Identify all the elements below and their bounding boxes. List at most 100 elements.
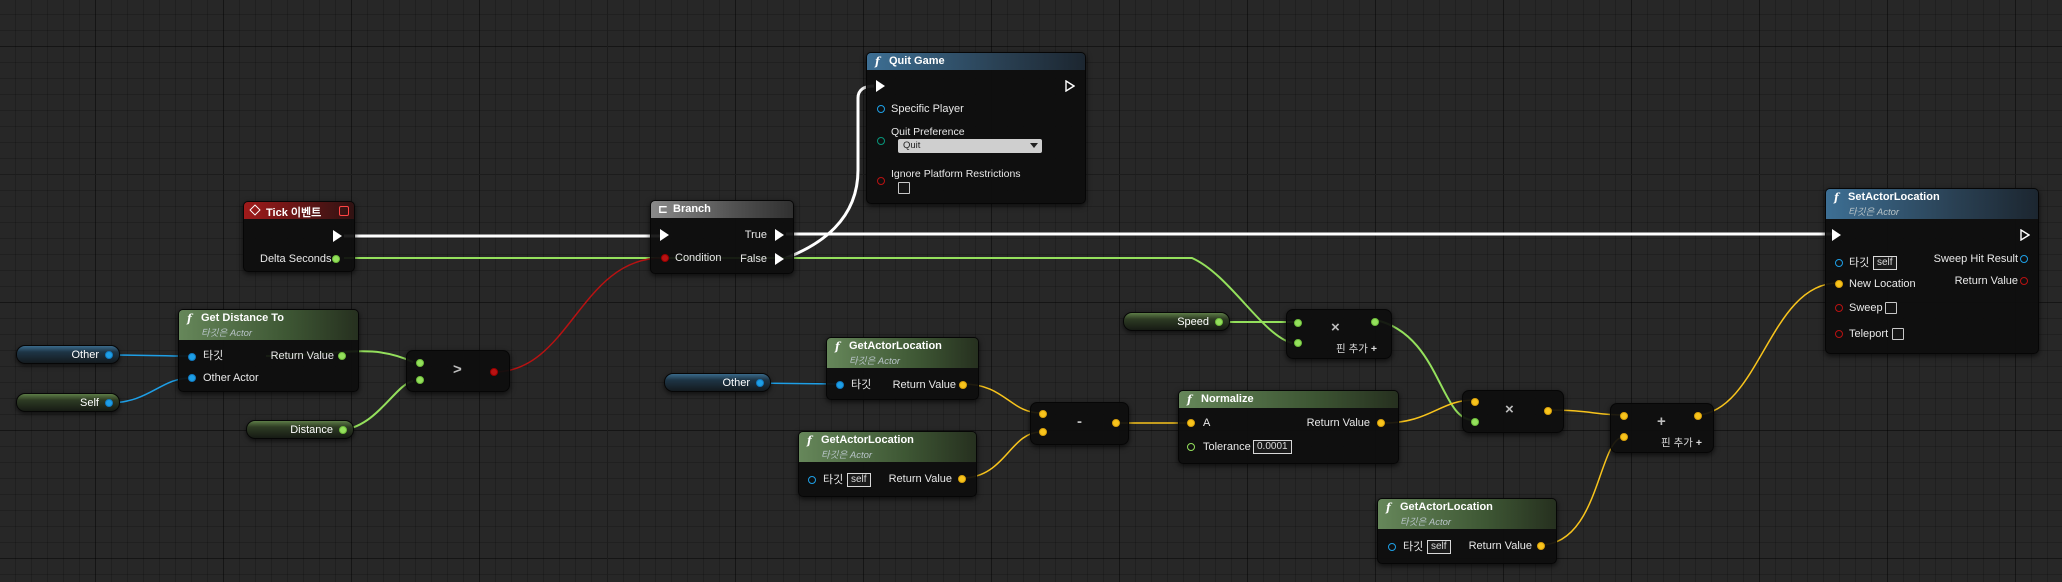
quit-game-exec-out-pin[interactable] (1065, 80, 1075, 92)
get-distance-target-pin[interactable] (188, 353, 196, 361)
subtract-symbol: - (1077, 413, 1082, 430)
delta-seconds-pin[interactable] (332, 255, 340, 263)
branch-header[interactable]: ⊏ Branch (651, 201, 793, 218)
branch-false-pin[interactable] (775, 253, 784, 265)
distance-variable[interactable]: Distance (246, 420, 354, 439)
multiply-1-a-pin[interactable] (1294, 319, 1302, 327)
tolerance-value-field[interactable]: 0.0001 (1253, 440, 1292, 454)
get-actor-location-3-self[interactable]: self (1427, 540, 1451, 554)
branch-node[interactable]: ⊏ Branch True Condition False (650, 200, 794, 274)
greater-result-pin[interactable] (490, 368, 498, 376)
other-variable-2-pin[interactable] (756, 379, 764, 387)
speed-variable-pin[interactable] (1215, 318, 1223, 326)
set-location-return-pin[interactable] (2020, 277, 2028, 285)
normalize-node[interactable]: f Normalize A Return Value Tolerance 0.0… (1178, 390, 1399, 464)
greater-than-node[interactable]: > (406, 350, 510, 392)
multiply-2-a-pin[interactable] (1471, 398, 1479, 406)
multiply-1-result-pin[interactable] (1371, 318, 1379, 326)
get-actor-location-1-return-pin[interactable] (959, 381, 967, 389)
add-node[interactable]: + 핀 추가 + (1610, 403, 1714, 453)
quit-preference-label: Quit Preference (891, 126, 965, 138)
ignore-platform-checkbox[interactable] (898, 182, 910, 194)
set-location-exec-out-pin[interactable] (2020, 229, 2030, 241)
other-variable-2[interactable]: Other (664, 373, 771, 392)
set-location-return-label: Return Value (1954, 275, 2018, 287)
get-actor-location-2-self[interactable]: self (847, 473, 871, 487)
greater-a-pin[interactable] (416, 359, 424, 367)
function-icon: f (807, 434, 812, 447)
ignore-platform-pin[interactable] (877, 177, 885, 185)
get-actor-location-3-header[interactable]: f GetActorLocation 타깃은 Actor (1378, 499, 1556, 529)
quit-game-header[interactable]: f Quit Game (867, 53, 1085, 70)
multiply-1-b-pin[interactable] (1294, 339, 1302, 347)
branch-false-label: False (740, 253, 767, 265)
get-actor-location-2-return-pin[interactable] (958, 475, 966, 483)
subtract-node[interactable]: - (1030, 402, 1129, 445)
tolerance-pin[interactable] (1187, 443, 1195, 451)
quit-preference-dropdown[interactable]: Quit (898, 139, 1042, 153)
subtract-b-pin[interactable] (1039, 428, 1047, 436)
get-actor-location-2-target-pin[interactable] (808, 476, 816, 484)
get-actor-location-1-header[interactable]: f GetActorLocation 타깃은 Actor (827, 338, 978, 368)
set-actor-location-node[interactable]: f SetActorLocation 타깃은 Actor 타깃 self Swe… (1825, 188, 2039, 354)
multiply-node-2[interactable]: × (1462, 390, 1564, 433)
multiply-node-1[interactable]: × 핀 추가 + (1286, 309, 1392, 359)
new-location-pin[interactable] (1835, 280, 1843, 288)
self-variable-pin[interactable] (105, 399, 113, 407)
normalize-header[interactable]: f Normalize (1179, 391, 1398, 408)
sweep-pin[interactable] (1835, 304, 1843, 312)
normalize-a-pin[interactable] (1187, 419, 1195, 427)
subtract-result-pin[interactable] (1112, 419, 1120, 427)
get-actor-location-3-target-label: 타깃 (1403, 541, 1424, 553)
multiply-2-result-pin[interactable] (1544, 407, 1552, 415)
speed-variable[interactable]: Speed (1123, 312, 1230, 331)
add-result-pin[interactable] (1694, 412, 1702, 420)
quit-preference-pin[interactable] (877, 137, 885, 145)
get-actor-location-1-target-pin[interactable] (836, 381, 844, 389)
set-location-exec-in-pin[interactable] (1832, 229, 1841, 241)
add-b-pin[interactable] (1620, 433, 1628, 441)
set-location-target-pin[interactable] (1835, 259, 1843, 267)
other-actor-pin[interactable] (188, 374, 196, 382)
sweep-label: Sweep (1849, 302, 1883, 314)
quit-game-node[interactable]: f Quit Game Specific Player Quit Prefere… (866, 52, 1086, 204)
other-variable-1-pin[interactable] (105, 351, 113, 359)
other-variable-1[interactable]: Other (16, 345, 120, 364)
tick-event-header[interactable]: Tick 이벤트 (244, 202, 354, 219)
sweep-checkbox[interactable] (1885, 302, 1897, 314)
normalize-return-pin[interactable] (1377, 419, 1385, 427)
set-actor-location-header[interactable]: f SetActorLocation 타깃은 Actor (1826, 189, 2038, 219)
tick-exec-out-pin[interactable] (333, 230, 342, 242)
specific-player-pin[interactable] (877, 105, 885, 113)
branch-condition-pin[interactable] (661, 254, 669, 262)
distance-variable-pin[interactable] (339, 426, 347, 434)
tick-event-node[interactable]: Tick 이벤트 Delta Seconds (243, 201, 355, 272)
get-distance-to-header[interactable]: f Get Distance To 타깃은 Actor (179, 310, 358, 340)
delegate-pin-icon[interactable] (339, 206, 349, 216)
get-distance-return-pin[interactable] (338, 352, 346, 360)
teleport-pin[interactable] (1835, 330, 1843, 338)
branch-true-pin[interactable] (775, 229, 784, 241)
get-actor-location-node-1[interactable]: f GetActorLocation 타깃은 Actor 타깃 Return V… (826, 337, 979, 400)
branch-title: Branch (673, 203, 711, 215)
multiply-1-add-pin-button[interactable]: 핀 추가 + (1336, 341, 1377, 356)
sweep-hit-result-pin[interactable] (2020, 255, 2028, 263)
multiply-1-symbol: × (1331, 319, 1340, 336)
branch-exec-in-pin[interactable] (660, 229, 669, 241)
get-actor-location-3-return-pin[interactable] (1537, 542, 1545, 550)
add-add-pin-button[interactable]: 핀 추가 + (1661, 435, 1702, 450)
get-actor-location-3-target-pin[interactable] (1388, 543, 1396, 551)
self-variable[interactable]: Self (16, 393, 120, 412)
quit-game-exec-in-pin[interactable] (876, 80, 885, 92)
multiply-2-b-pin[interactable] (1471, 418, 1479, 426)
add-add-pin-label: 핀 추가 (1661, 437, 1693, 449)
teleport-checkbox[interactable] (1892, 328, 1904, 340)
get-actor-location-node-2[interactable]: f GetActorLocation 타깃은 Actor 타깃 self Ret… (798, 431, 977, 497)
get-actor-location-node-3[interactable]: f GetActorLocation 타깃은 Actor 타깃 self Ret… (1377, 498, 1557, 564)
subtract-a-pin[interactable] (1039, 410, 1047, 418)
set-location-target-self[interactable]: self (1873, 256, 1897, 270)
add-a-pin[interactable] (1620, 412, 1628, 420)
get-distance-to-node[interactable]: f Get Distance To 타깃은 Actor 타깃 Return Va… (178, 309, 359, 392)
greater-b-pin[interactable] (416, 376, 424, 384)
get-actor-location-2-header[interactable]: f GetActorLocation 타깃은 Actor (799, 432, 976, 462)
